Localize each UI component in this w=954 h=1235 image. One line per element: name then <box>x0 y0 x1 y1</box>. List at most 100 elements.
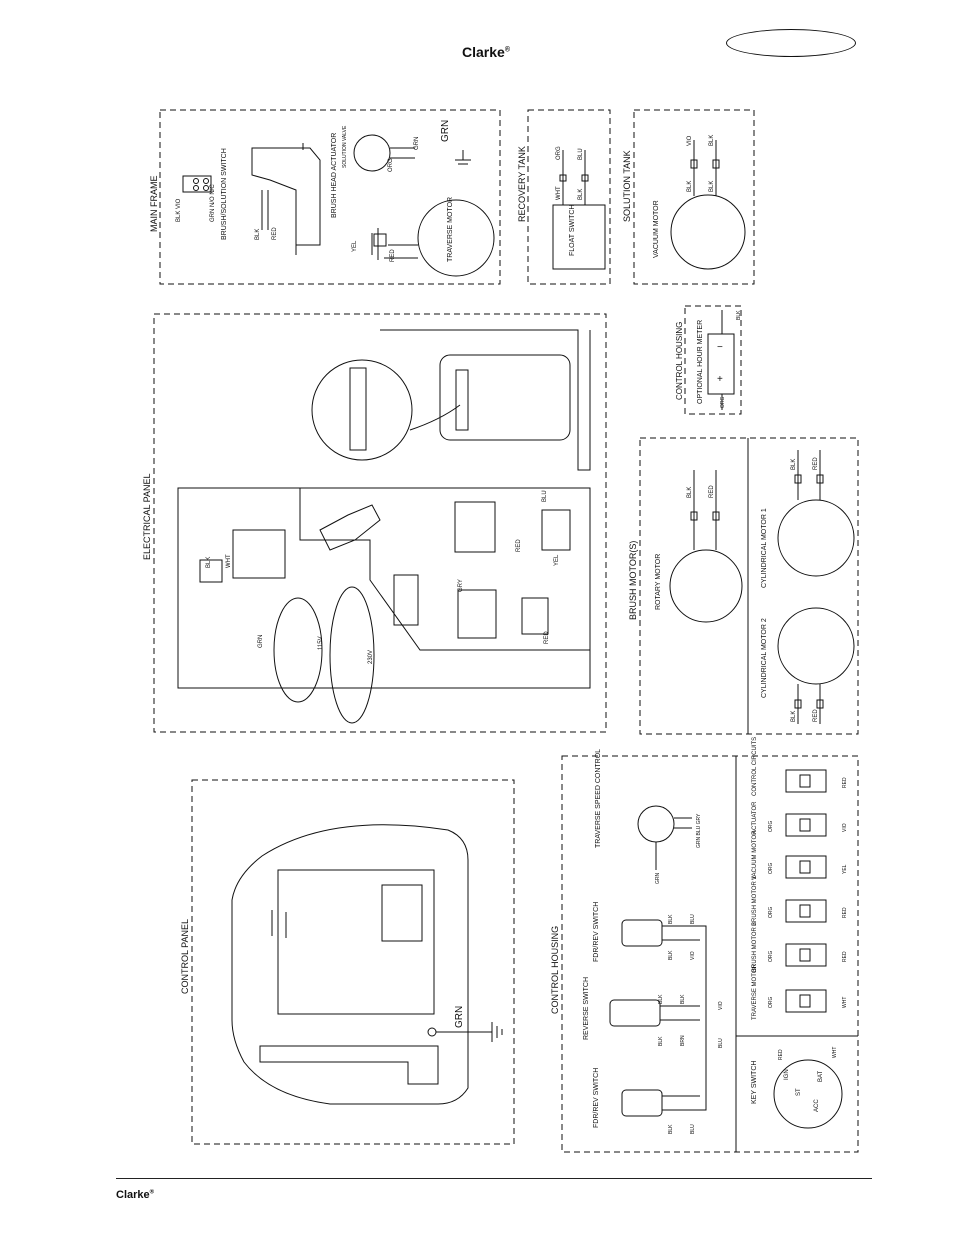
wire-wht-panel: WHT <box>226 554 232 568</box>
label-optional-hour-meter: OPTIONAL HOUR METER <box>697 320 704 404</box>
label-float-switch: FLOAT SWITCH <box>569 205 576 256</box>
wire-blu-panel: BLU <box>542 490 548 502</box>
wire-blk-cyl2: BLK <box>791 711 797 722</box>
wire-blu-fdr2: BLU <box>690 1124 696 1134</box>
wire-blk-panel: BLK <box>206 557 212 568</box>
wire-wht-float: WHT <box>556 186 562 200</box>
control-panel-box <box>191 779 515 1145</box>
wire-blu-float: BLU <box>578 148 584 160</box>
wire-blk-float: BLK <box>578 189 584 200</box>
breaker-in-traverse-motor: ORG <box>768 997 774 1009</box>
key-terminal-st: ST <box>796 1088 802 1096</box>
wire-grn-blu-gry: GRN BLU GRY <box>696 813 702 848</box>
wire-blu-fdr1: BLU <box>690 914 696 924</box>
hour-meter-box <box>684 305 742 415</box>
key-terminal-acc: ACC <box>814 1099 820 1112</box>
wire-red-traverse: RED <box>390 249 396 262</box>
main-frame-box <box>159 109 501 285</box>
label-brush-head-actuator: BRUSH HEAD ACTUATOR <box>331 133 338 218</box>
label-rotary-motor: ROTARY MOTOR <box>655 554 662 610</box>
section-control-panel: CONTROL PANEL <box>180 919 190 994</box>
breaker-in-brush-motor-1: ORG <box>768 907 774 919</box>
section-brush-motors: BRUSH MOTOR(S) <box>628 541 638 620</box>
wire-grn-speed: GRN <box>655 873 661 885</box>
wire-org-valve: ORG <box>388 158 394 172</box>
wire-blk-fdr1-b: BLK <box>668 950 674 960</box>
breaker-name-vacuum-motor: VACUUM MOTOR <box>752 830 758 880</box>
breaker-name-brush-motor-2: BRUSH MOTOR 2 <box>752 921 758 972</box>
wire-grn-panel: GRN <box>258 635 264 648</box>
header-brand-text: Clarke <box>462 44 505 60</box>
label-fdr-rev-switch-1: FDR/REV SWITCH <box>593 902 600 962</box>
wire-grn-valve: GRN <box>414 137 420 150</box>
label-reverse-switch: REVERSE SWITCH <box>583 977 590 1040</box>
wire-vio-vacuum: VIO <box>687 135 693 146</box>
wire-blk-cyl1: BLK <box>791 459 797 470</box>
label-meter-plus: + <box>717 374 723 385</box>
label-switch-pins-top: BLK VIO <box>176 198 182 222</box>
wire-brn-rev: BRN <box>680 1035 686 1046</box>
wire-red-key: RED <box>778 1049 784 1060</box>
breaker-out-control-circuits: RED <box>842 777 848 788</box>
brush-motors-box <box>639 437 859 735</box>
breaker-out-brush-motor-1: RED <box>842 907 848 918</box>
wire-yel-panel: YEL <box>554 554 560 566</box>
breaker-out-vacuum-motor: YEL <box>842 864 848 874</box>
label-brush-solution-switch: BRUSH/SOLUTION SWITCH <box>221 148 228 240</box>
wire-blk-rev-c: BLK <box>658 1036 664 1046</box>
wire-blk-fdr1: BLK <box>668 914 674 924</box>
label-cylindrical-motor-1: CYLINDRICAL MOTOR 1 <box>761 508 768 588</box>
label-switch-pins-bottom: GRN N/O N/C <box>210 184 216 222</box>
key-terminal-bat: BAT <box>818 1070 824 1082</box>
wire-red-rotary: RED <box>709 485 715 498</box>
wire-org-float: ORG <box>556 146 562 160</box>
label-230v: 230V <box>368 650 374 664</box>
wire-blk-actuator: BLK <box>255 229 261 240</box>
breaker-out-traverse-motor: WHT <box>842 997 848 1008</box>
label-traverse-speed-control: TRAVERSE SPEED CONTROL <box>595 749 602 848</box>
wire-wht-key: WHT <box>832 1047 838 1058</box>
wire-org-meter: ORG <box>720 397 726 409</box>
header-oval <box>726 29 856 57</box>
header-brand: Clarke® <box>462 44 510 60</box>
wire-vio-bus: VIO <box>718 1001 724 1010</box>
wire-blk-rev: BLK <box>658 994 664 1004</box>
wire-blu-bus: BLU <box>718 1038 724 1048</box>
label-vacuum-motor: VACUUM MOTOR <box>653 200 660 258</box>
breaker-name-actuator: ACTUATOR <box>752 801 758 834</box>
wire-blk-vacuum-2: BLK <box>687 181 693 192</box>
breaker-out-actuator: VIO <box>842 823 848 832</box>
recovery-tank-box <box>527 109 611 285</box>
control-housing-box <box>561 755 859 1153</box>
label-fdr-rev-switch-2: FDR/REV SWITCH <box>593 1068 600 1128</box>
footer-reg-mark: ® <box>149 1189 155 1196</box>
label-grn-control-panel: GRN <box>454 1006 465 1028</box>
wire-red-panel-2: RED <box>544 631 550 644</box>
header-reg-mark: ® <box>504 46 510 54</box>
label-solution-valve: SOLUTION VALVE <box>342 125 348 168</box>
section-recovery-tank: RECOVERY TANK <box>517 146 527 222</box>
section-main-frame: MAIN FRAME <box>149 175 159 232</box>
wire-red-panel: RED <box>516 539 522 552</box>
wire-blk-meter: BLK <box>736 310 742 320</box>
breaker-name-traverse-motor: TRAVERSE MOTOR <box>752 964 758 1020</box>
wire-yel-traverse: YEL <box>352 240 358 252</box>
wire-red-cyl1: RED <box>813 457 819 470</box>
key-terminal-ign: IGN <box>784 1069 790 1080</box>
wire-blk-fdr2: BLK <box>668 1124 674 1134</box>
section-solution-tank: SOLUTION TANK <box>622 150 632 222</box>
label-key-switch: KEY SWITCH <box>751 1061 758 1104</box>
electrical-panel-box <box>153 313 607 733</box>
label-traverse-motor: TRAVERSE MOTOR <box>447 197 454 262</box>
wire-blk-rotary: BLK <box>687 487 693 498</box>
label-115v: 115V <box>318 636 324 650</box>
breaker-out-brush-motor-2: RED <box>842 951 848 962</box>
section-control-housing-top: CONTROL HOUSING <box>675 322 684 400</box>
wire-gry-panel: GRY <box>458 579 464 592</box>
wire-blk-vacuum-3: BLK <box>709 181 715 192</box>
breaker-in-vacuum-motor: ORG <box>768 863 774 875</box>
section-control-housing-bottom: CONTROL HOUSING <box>550 926 560 1014</box>
breaker-name-control-circuits: CONTROL CIRCUITS <box>752 737 758 796</box>
footer-rule <box>116 1178 872 1179</box>
